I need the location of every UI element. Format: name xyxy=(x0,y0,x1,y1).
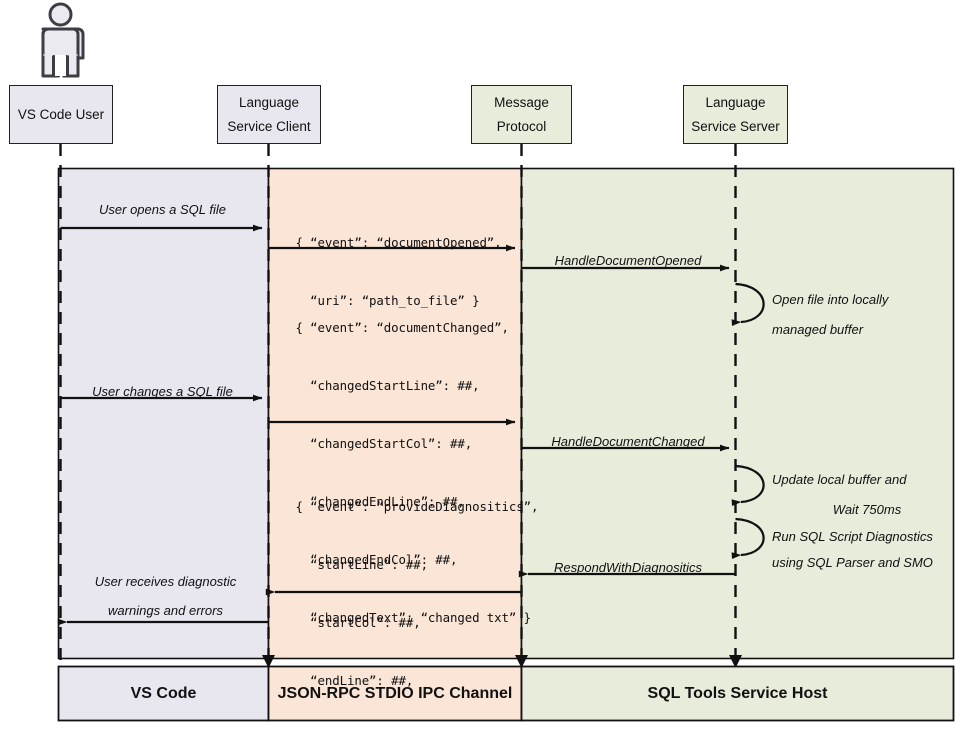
label-user-changes-sql-file: User changes a SQL file xyxy=(92,384,233,399)
participant-language-service-server[interactable]: Language Service Server xyxy=(683,85,788,144)
band-ipc xyxy=(267,167,523,660)
participant-label-line1: Language xyxy=(705,94,766,110)
label-open-file-buffer-line1: Open file into locally xyxy=(772,292,889,307)
label-run-diagnostics-line2: using SQL Parser and SMO xyxy=(772,555,933,570)
payload-line: “uri”: “path_to_file” } xyxy=(295,293,480,309)
participant-label-line2: Protocol xyxy=(496,118,547,134)
payload-document-opened: { “event”: “documentOpened”, “uri”: “pat… xyxy=(266,199,502,344)
footer-label-sql-tools-service-host: SQL Tools Service Host xyxy=(647,685,828,702)
band-vscode xyxy=(57,167,270,660)
label-update-buffer-wait-line2: Wait 750ms xyxy=(832,502,902,517)
participant-label-line1: Language xyxy=(238,94,300,110)
participant-label-line1: Message xyxy=(494,94,549,110)
payload-line: { “event”: “documentChanged”, xyxy=(295,320,509,336)
label-run-diagnostics-line1: Run SQL Script Diagnostics xyxy=(772,529,933,544)
label-user-receives-diagnostics-line2: warnings and errors xyxy=(108,603,223,618)
footer-label-vs-code: VS Code xyxy=(130,685,197,702)
label-user-receives-diagnostics-line1: User receives diagnostic xyxy=(94,574,237,589)
payload-line: “startLine”: ##, xyxy=(295,557,428,573)
label-handle-document-changed: HandleDocumentChanged xyxy=(551,434,705,449)
payload-line: “changedStartLine”: ##, xyxy=(295,378,480,394)
participant-label-line2: Service Server xyxy=(691,118,780,134)
footer-label-jsonrpc-stdio-ipc-channel: JSON-RPC STDIO IPC Channel xyxy=(277,685,513,702)
participant-message-protocol[interactable]: Message Protocol xyxy=(471,85,572,144)
label-user-opens-sql-file: User opens a SQL file xyxy=(99,202,226,217)
payload-line: “changedStartCol”: ##, xyxy=(295,436,473,452)
band-service xyxy=(520,167,955,660)
participant-label: VS Code User xyxy=(17,106,105,122)
selfloop-run-diagnostics xyxy=(731,517,765,559)
payload-line: “endLine”: ##, xyxy=(295,673,414,689)
payload-line: { “event”: “provideDiagnositics”, xyxy=(295,499,539,515)
lifeline-terminators xyxy=(262,655,742,668)
participant-language-service-client[interactable]: Language Service Client xyxy=(217,85,321,144)
selfloop-update-buffer-wait xyxy=(731,464,765,506)
payload-line: “startCol”: ##, xyxy=(295,615,421,631)
label-handle-document-opened: HandleDocumentOpened xyxy=(554,253,702,268)
payload-line: “changedEndCol”: ##, xyxy=(295,552,458,568)
payload-document-changed: { “event”: “documentChanged”, “changedSt… xyxy=(266,284,531,661)
participant-vs-code-user[interactable]: VS Code User xyxy=(9,85,113,144)
payload-line: “changedText”: “changed txt” } xyxy=(295,610,531,626)
payload-provide-diagnostics: { “event”: “provideDiagnositics”, “start… xyxy=(266,463,538,732)
label-open-file-buffer-line2: managed buffer xyxy=(772,322,864,337)
payload-line: “changedEndLine”: ##, xyxy=(295,494,465,510)
footer-band-vs-code xyxy=(57,665,270,722)
participant-label-line2: Service Client xyxy=(227,118,311,134)
label-update-buffer-wait-line1: Update local buffer and xyxy=(772,472,907,487)
footer-band-service xyxy=(520,665,955,722)
payload-line: { “event”: “documentOpened”, xyxy=(295,235,502,251)
selfloop-open-file-buffer xyxy=(731,282,765,326)
label-respond-with-diagnostics: RespondWithDiagnositics xyxy=(553,560,702,575)
stick-figure-actor xyxy=(41,2,85,78)
